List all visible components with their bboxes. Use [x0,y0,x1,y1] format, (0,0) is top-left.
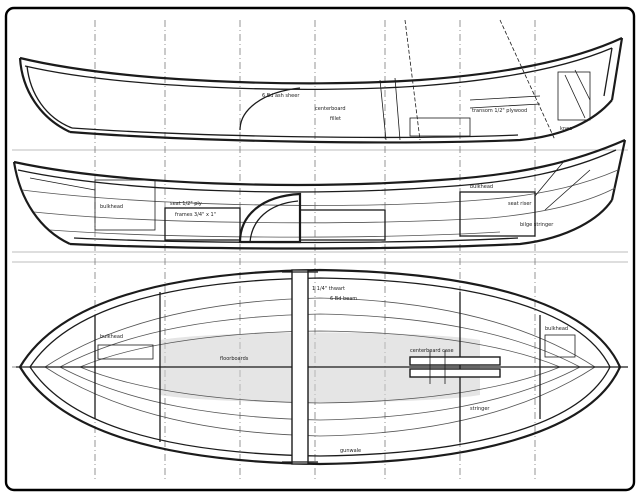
note-transom: transom 1/2" plywood [472,108,527,114]
sail-line [499,19,556,141]
stringer-lower-3 [79,366,561,404]
stern-hatching [564,69,591,119]
inboard-sheer-inner [17,149,617,193]
note-sheer-top: 6 Bd ash sheer [262,93,300,99]
mast-step [379,77,401,141]
main-thwart [291,269,309,465]
strake-3 [49,229,501,238]
sheer-inner-line [24,47,613,91]
note-plan-thwart: 1 1/4" thwart [312,286,345,292]
inboard-keel [69,199,613,250]
mid-seat-box [299,209,386,241]
centerboard-trunk [238,192,302,244]
inboard-transom [610,139,627,201]
inboard-profile: bulkhead seat 1/2" ply frames 3/4" x 1" … [12,138,627,250]
breasthook-line [29,177,96,191]
note-fillet: fillet [330,116,341,122]
sheer-profile: 6 Bd ash sheer centerboard fillet transo… [18,19,624,144]
centerboard-trunk-inner [249,200,299,243]
centerboard-case-upper [409,356,501,366]
note-bulkhead-fwd: bulkhead [100,204,123,210]
note-plan-floorboards: floorboards [220,356,249,362]
aft-seat-box [459,191,536,237]
transom-inner [603,47,613,97]
note-plan-gunwale: gunwale [340,448,361,454]
stern-knee-panel [557,71,591,121]
forward-seat-box [164,207,241,241]
fwd-panel [97,344,154,360]
stringer-upper-2 [59,313,581,368]
note-bulkhead-aft: bulkhead [470,184,493,190]
stem [18,57,71,133]
note-plan-bulkhead-aft: bulkhead [545,326,568,332]
half-breadth-plan: bulkhead 1 1/4" thwart 6 Bd beam floorbo… [16,268,628,466]
note-plan-stringer: stringer [470,406,490,412]
stem-inner [26,65,73,129]
stringer-lower-1 [44,366,596,437]
inboard-sheer [13,138,626,186]
strake-2 [33,187,616,224]
keel-line [69,99,613,144]
note-plan-bulkhead-fwd: bulkhead [100,334,123,340]
transom [610,37,624,101]
stringer-upper-3 [79,330,561,368]
stringer-lower-2 [59,366,581,421]
stern-knee [534,159,591,211]
thwart-ends [282,271,318,463]
stringer-upper-1 [44,297,596,368]
centerboard-case-lower [409,368,501,378]
forward-bulkhead [94,179,156,231]
sheer-line [19,37,623,85]
aft-seat-box [409,117,471,137]
note-bilge-stringer: bilge stringer [520,222,554,228]
centerboard-arc [239,87,301,131]
note-frames: frames 3/4" x 1" [175,212,216,218]
aft-panel [544,334,576,358]
keel-inner [71,127,519,139]
note-seat: seat 1/2" ply [170,201,202,207]
inboard-stem [12,161,71,245]
aft-seat-lines [469,95,541,109]
sheet-border [4,6,636,492]
note-plan-beam: 6 Bd beam [330,296,357,302]
note-centerboard: centerboard [315,106,346,112]
note-seat-riser: seat riser [508,201,532,207]
note-plan-cb-case: centerboard case [410,348,454,354]
note-knee: knee [560,126,572,132]
mast-line [404,19,421,141]
